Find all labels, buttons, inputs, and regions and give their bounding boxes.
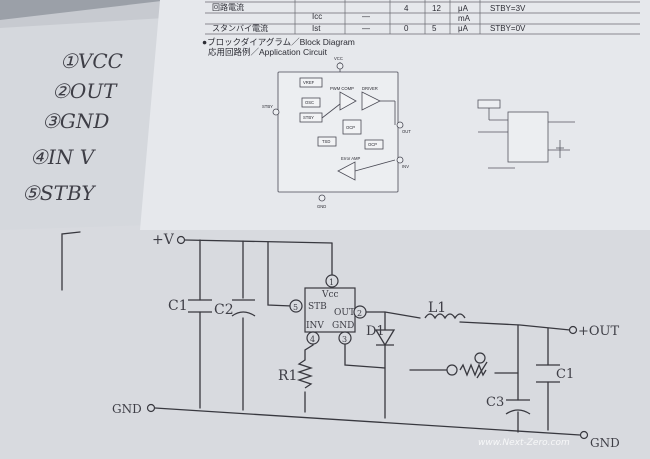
table-row1-max: 12	[432, 4, 441, 13]
block-diagram-labels: VCC VREF PWM COMP DRIVER STBY OSC STBY O…	[262, 56, 411, 209]
block-gnd-label: GND	[317, 204, 326, 209]
note-pin5-stby: ⑤STBY	[22, 181, 96, 205]
ic-out-label: OUT	[334, 308, 355, 318]
schematic-labels: +V GND +OUT GND C1 C2 C1 C3 L1 D1 R1 Vcc…	[112, 232, 620, 450]
ic-pin4: 4	[310, 335, 315, 344]
block-erroramp-label: Error AMP	[341, 156, 361, 161]
table-row1-label: 回路電流	[212, 2, 244, 12]
datasheet-table-text: 回路電流 Icc — 4 12 μA STBY=3V mA スタンバイ電流 Is…	[212, 2, 526, 33]
label-c1-right: C1	[556, 367, 574, 382]
schematic-terminals	[146, 235, 589, 440]
label-vin: +V	[152, 232, 175, 248]
table-row1-typ: 4	[404, 4, 409, 13]
table-row1-unit: μA	[458, 4, 469, 13]
table-row3-cond: STBY=0V	[490, 24, 526, 33]
label-gnd-out: GND	[590, 436, 620, 450]
block-driver-label: DRIVER	[362, 86, 378, 91]
ic-pin2: 2	[357, 309, 362, 318]
table-row3-label: スタンバイ電流	[212, 23, 268, 33]
table-row3-min: —	[362, 24, 370, 33]
pin-notes: ①VCC ②OUT ③GND ④IN V ⑤STBY	[22, 49, 123, 205]
label-c3: C3	[486, 395, 504, 410]
block-inv-label: INV	[402, 164, 409, 169]
table-row1-min: —	[362, 12, 370, 21]
table-row3-typ: 0	[404, 24, 409, 33]
table-row1-symbol: Icc	[312, 12, 322, 21]
schematic-wires	[61, 231, 581, 436]
table-row3-max: 5	[432, 24, 437, 33]
block-diagram	[272, 62, 404, 202]
ic-vcc-label: Vcc	[321, 290, 339, 300]
table-row3-unit: μA	[458, 24, 469, 33]
schematic-components	[188, 299, 560, 415]
label-c1-left: C1	[168, 298, 188, 314]
table-row2-unit: mA	[458, 14, 471, 23]
note-pin4-inv: ④IN V	[30, 145, 97, 169]
ic-stb-label: STB	[308, 302, 327, 312]
label-l1: L1	[428, 300, 446, 316]
application-circuit	[477, 99, 575, 169]
datasheet-table	[205, 0, 640, 35]
watermark: www.Next-Zero.com	[478, 438, 570, 448]
note-pin3-gnd: ③GND	[42, 109, 109, 133]
block-vref-label: VREF	[303, 80, 315, 85]
block-ocp2-label: OCP	[368, 142, 377, 147]
block-pwm-label: PWM COMP	[330, 86, 354, 91]
table-row1-cond: STBY=3V	[490, 4, 526, 13]
notes-sheet	[0, 18, 165, 238]
label-c2: C2	[214, 302, 234, 318]
label-r1: R1	[278, 368, 297, 384]
label-gnd-in: GND	[112, 402, 142, 416]
ic-inv-label: INV	[306, 321, 324, 331]
ic-pin3: 3	[342, 335, 347, 344]
block-vcc-label: VCC	[334, 56, 343, 61]
block-stby-label: STBY	[303, 115, 314, 120]
label-d1: D1	[366, 324, 385, 339]
schematic-sheet	[0, 210, 650, 459]
table-row3-symbol: Ist	[312, 24, 321, 33]
block-tsd-label: TSD	[322, 139, 330, 144]
ic-pin1: 1	[329, 278, 334, 287]
note-pin1-vcc: ①VCC	[60, 49, 123, 73]
block-stby-pin-label: STBY	[262, 104, 273, 109]
block-osc-label: OSC	[305, 100, 314, 105]
application-circuit-heading: 応用回路例／Application Circuit	[208, 47, 328, 57]
ic-pin5: 5	[293, 303, 298, 312]
label-out-plus: +OUT	[578, 324, 620, 339]
note-pin2-out: ②OUT	[52, 79, 118, 103]
block-out-label: OUT	[402, 129, 411, 134]
ic-gnd-label: GND	[332, 321, 354, 331]
block-diagram-heading: ●ブロックダイアグラム／Block Diagram	[202, 37, 355, 47]
block-ocp-label: OCP	[346, 125, 355, 130]
